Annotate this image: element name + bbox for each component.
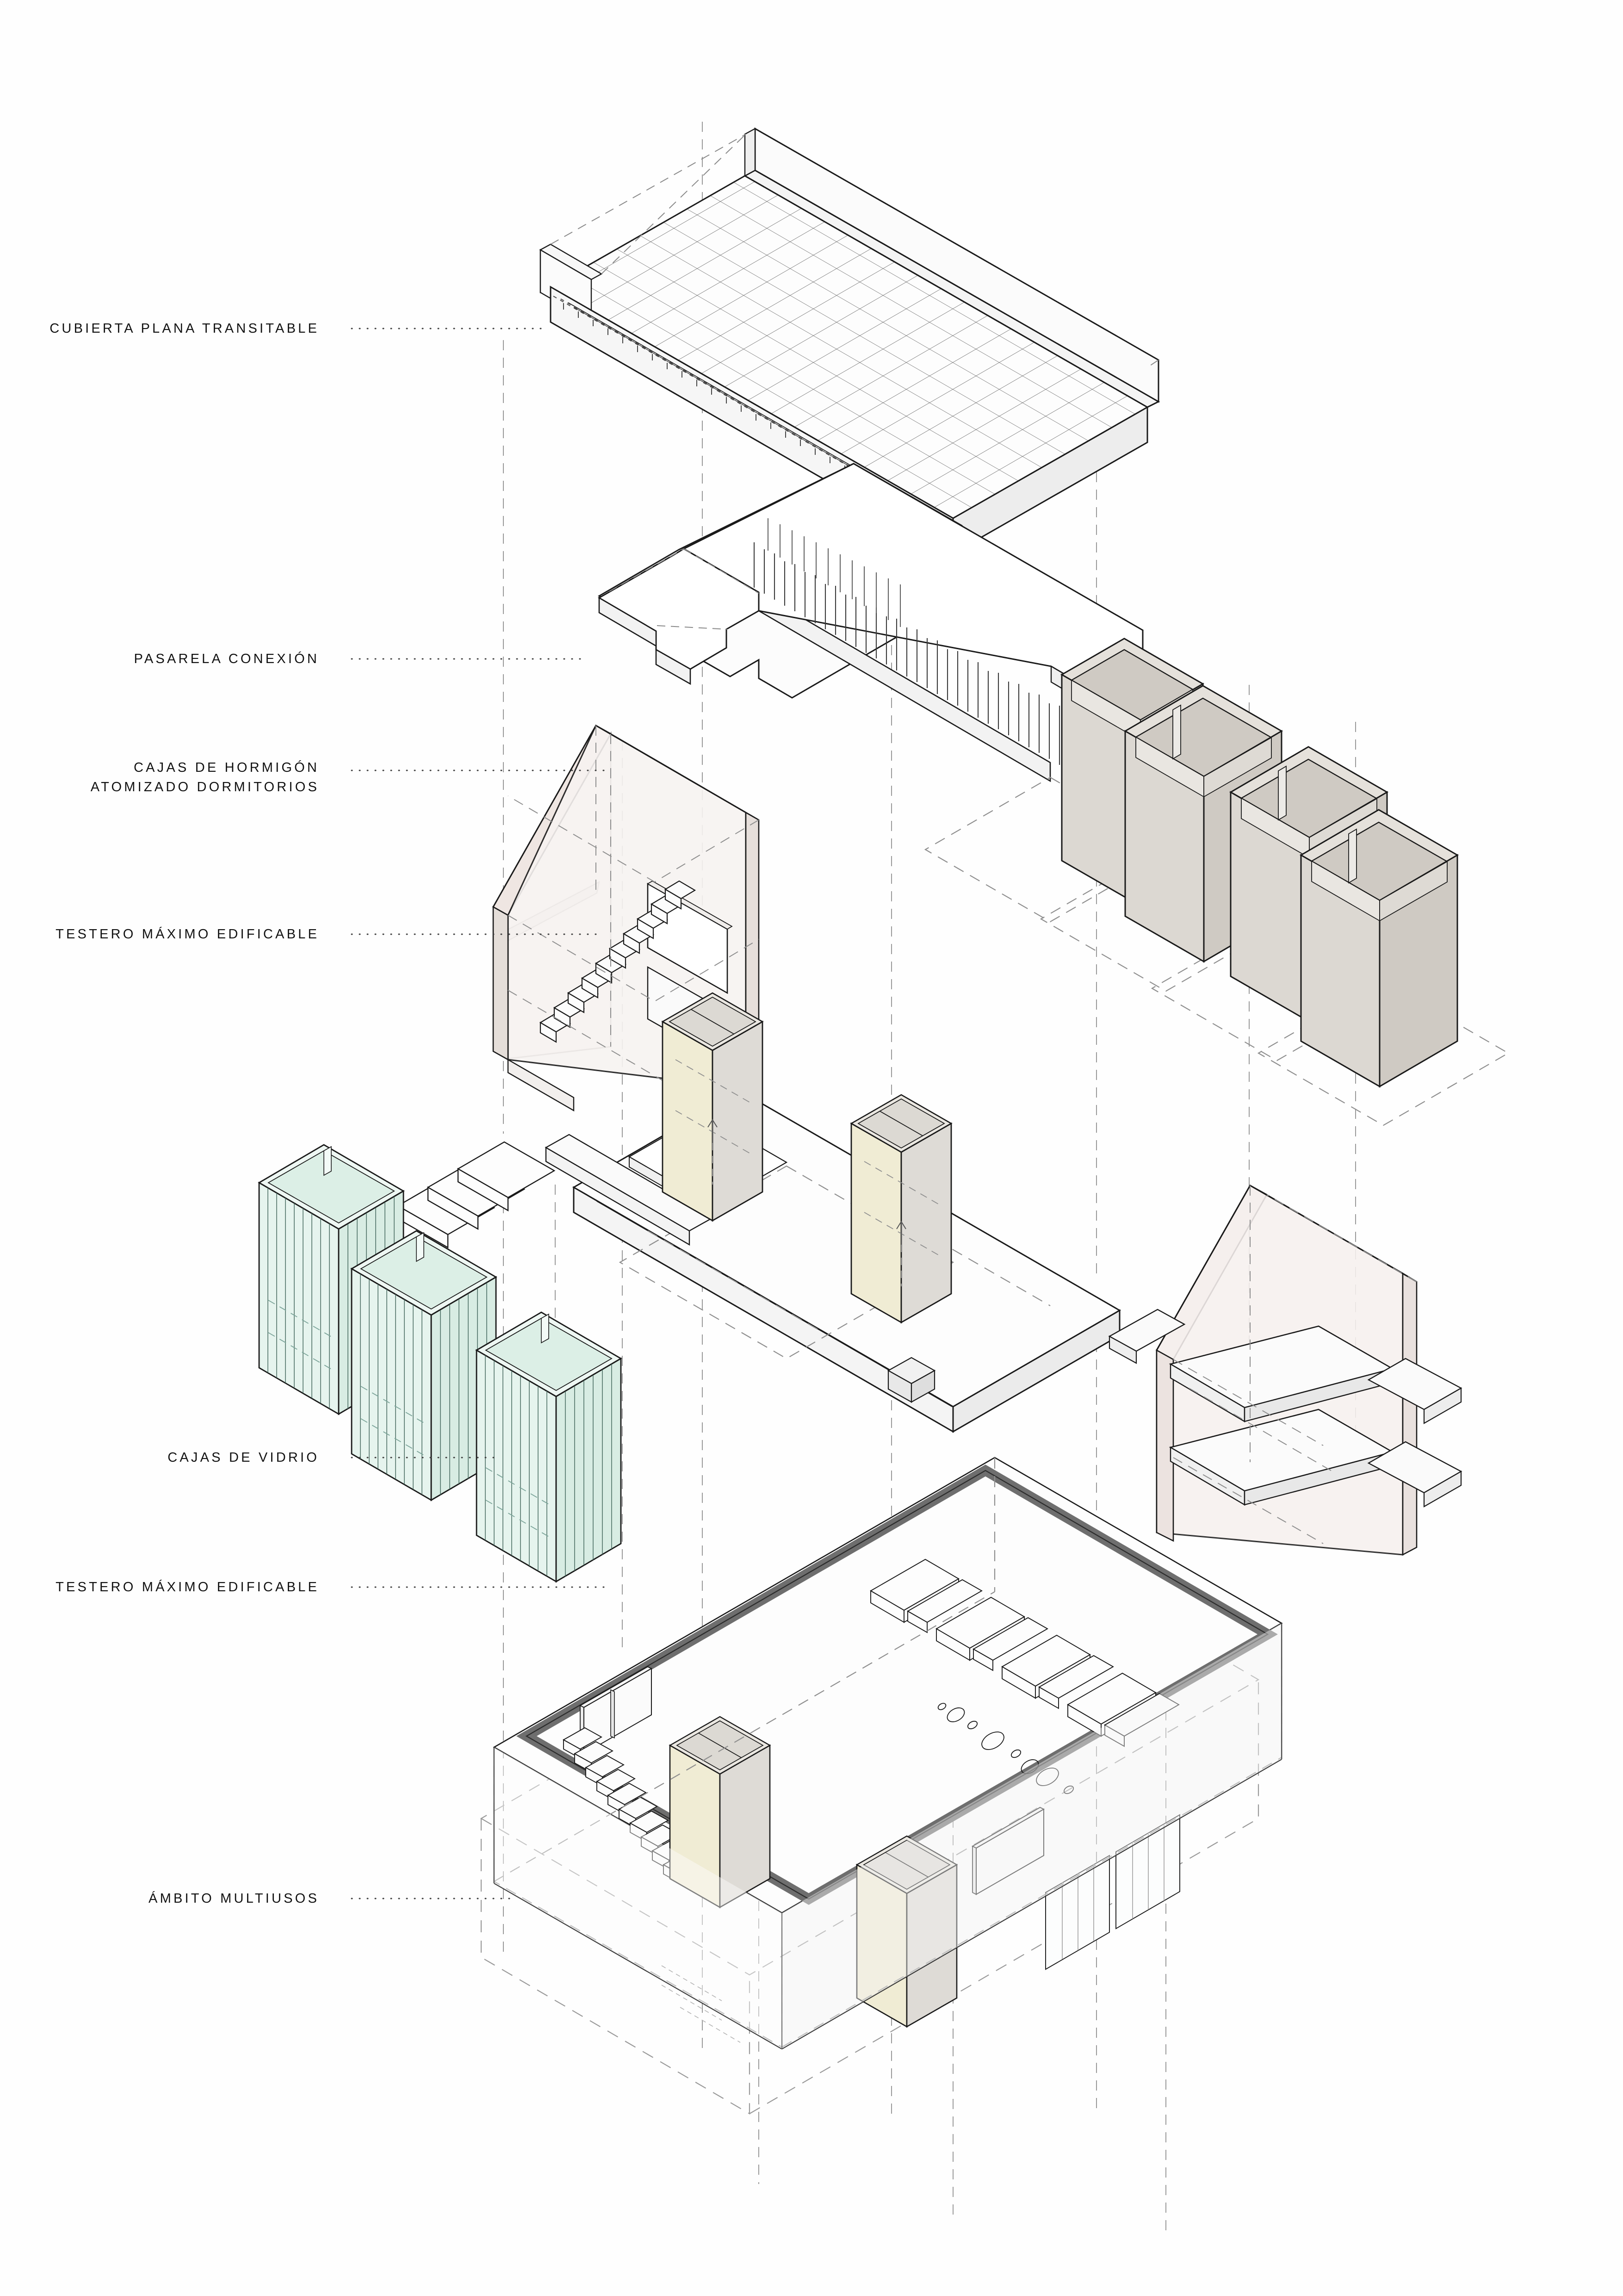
stair-run	[539, 880, 696, 1043]
shaft-1	[661, 992, 764, 1222]
base-shaft-1	[669, 1716, 771, 1909]
shaft-2	[850, 1094, 953, 1324]
base-shaft-2	[855, 1835, 958, 2028]
testero-maximo-edificable-lower	[1108, 1184, 1462, 1556]
label-testero-maximo-edificable-lower: TESTERO MÁXIMO EDIFICABLE	[56, 1579, 319, 1595]
label-testero-maximo-edificable-upper: TESTERO MÁXIMO EDIFICABLE	[56, 926, 319, 942]
label-cubierta-plana-transitable: CUBIERTA PLANA TRANSITABLE	[50, 321, 319, 336]
concrete-box-4	[1300, 809, 1459, 1088]
ambito-multiusos-base	[480, 1457, 1283, 2115]
testero-maximo-edificable-upper	[492, 724, 760, 1129]
label-leader-lines	[351, 328, 612, 1899]
service-shafts	[661, 992, 953, 1324]
fixtures-strip	[870, 1558, 1180, 1747]
glass-box-3	[475, 1311, 622, 1583]
sanitary-fixtures	[937, 1703, 1074, 1794]
concrete-dormitory-boxes	[924, 638, 1510, 1126]
label-pasarela-conexion: PASARELA CONEXIÓN	[134, 651, 319, 666]
label-cajas-de-hormigon: CAJAS DE HORMIGÓN ATOMIZADO DORMITORIOS	[90, 760, 319, 794]
walkway-pasarela	[598, 463, 1144, 806]
label-cajas-de-vidrio: CAJAS DE VIDRIO	[167, 1450, 319, 1465]
glass-boxes	[258, 1144, 622, 1583]
label-ambito-multiusos: ÁMBITO MULTIUSOS	[149, 1891, 319, 1906]
glass-box-2	[350, 1230, 497, 1502]
exterior-stair	[396, 1141, 556, 1249]
roof-slab-cubierta	[539, 127, 1160, 555]
